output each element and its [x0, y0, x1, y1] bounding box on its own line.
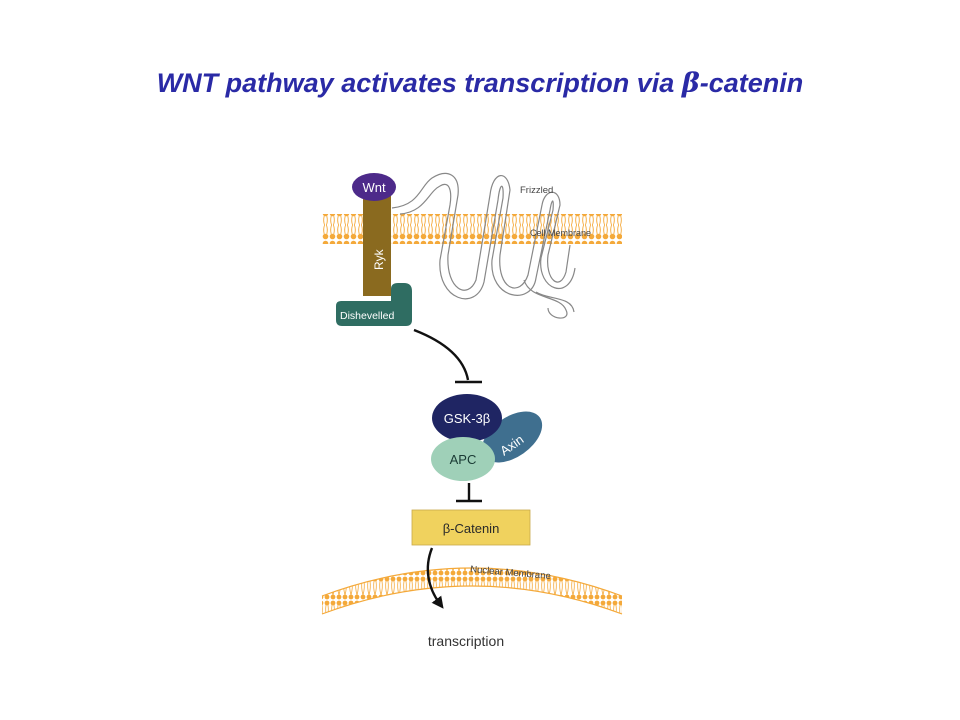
gsk3b-protein: GSK-3β: [432, 394, 502, 442]
inhibition-arrow-1: [413, 328, 482, 384]
slide-title: WNT pathway activates transcription via …: [0, 68, 960, 99]
frizzled-receptor: [391, 173, 576, 319]
apc-label: APC: [450, 452, 477, 467]
title-beta-symbol: β: [681, 68, 700, 99]
wnt-label: Wnt: [362, 180, 386, 195]
wnt-ligand: Wnt: [352, 173, 396, 201]
destruction-complex: Axin GSK-3β APC: [431, 394, 543, 481]
apc-protein: APC: [431, 437, 495, 481]
cell-membrane-label: Cell Membrane: [530, 228, 591, 238]
activation-arrow: [426, 547, 444, 609]
dishevelled-protein: Dishevelled: [336, 283, 412, 326]
transcription-label: transcription: [428, 633, 504, 649]
inhibition-arrow-2: [456, 483, 482, 503]
frizzled-label: Frizzled: [520, 185, 553, 196]
beta-catenin-protein: β-Catenin: [411, 509, 531, 546]
nuclear-membrane: [321, 567, 623, 615]
gsk3b-label: GSK-3β: [444, 411, 491, 426]
title-suffix: -catenin: [699, 68, 804, 98]
ryk-protein: Ryk: [363, 195, 391, 296]
title-text: WNT pathway activates transcription via: [156, 68, 682, 98]
dishevelled-label: Dishevelled: [340, 310, 394, 322]
ryk-label: Ryk: [372, 248, 386, 270]
beta-catenin-label: β-Catenin: [443, 521, 500, 536]
